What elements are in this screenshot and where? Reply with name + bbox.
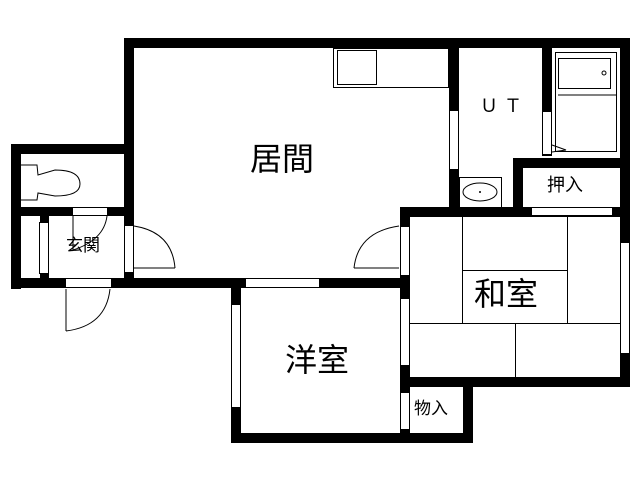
room-label-entrance: 玄関 (66, 236, 100, 256)
wall-washitsu-top (400, 207, 630, 217)
room-label-living: 居間 (250, 140, 315, 178)
window-entrance-top (72, 207, 108, 216)
window-entrance-bottom (65, 278, 112, 288)
wall-entrance-post (40, 216, 49, 222)
window-yoshitsu-top (245, 278, 320, 288)
window-yoshitsu-left (231, 304, 241, 408)
window-washitsu-right (620, 242, 630, 354)
wall-entrance-bottom (11, 278, 409, 288)
window-washitsu-left (400, 298, 410, 366)
door-arc-toilet (72, 215, 108, 251)
washbasin-bowl (462, 182, 498, 202)
wall-toilet-left (11, 144, 21, 289)
toilet-icon (21, 164, 81, 201)
room-label-storage: 物入 (414, 399, 448, 419)
wall-yoshitsu-bottom (231, 433, 473, 443)
window-bath-door (542, 111, 552, 155)
door-arc-entrance (65, 288, 111, 332)
window-entrance-left (39, 222, 49, 274)
window-living-ut (449, 110, 459, 170)
room-label-japanese: 和室 (474, 275, 539, 313)
wall-entrance-post-2 (40, 274, 49, 279)
wall-washitsu-bottom (400, 377, 630, 387)
wall-right-upper (620, 38, 630, 218)
kitchen-sink (337, 50, 377, 85)
window-storage-door (400, 392, 410, 430)
wall-toilet-top (11, 144, 134, 154)
door-arc-living-left (133, 225, 176, 269)
window-closet-sliding (531, 207, 613, 216)
wall-living-left (124, 38, 134, 278)
tatami-line (515, 323, 516, 377)
bath-faucet-icon (601, 70, 607, 76)
room-label-western: 洋室 (285, 341, 350, 379)
wall-storage-right (463, 377, 473, 443)
door-arc-washitsu (353, 225, 400, 269)
tatami-line (462, 270, 568, 271)
wall-ut-bath (542, 38, 552, 156)
window-living-left-door (124, 225, 134, 273)
wall-toilet-bottom (11, 207, 124, 216)
wall-closet-top (513, 158, 630, 168)
room-label-closet: 押入 (547, 175, 583, 196)
window-washitsu-door-frame (400, 226, 410, 276)
wall-top (124, 38, 630, 48)
room-label-ut: ＵＴ (480, 96, 528, 117)
wall-closet-left (513, 158, 523, 210)
